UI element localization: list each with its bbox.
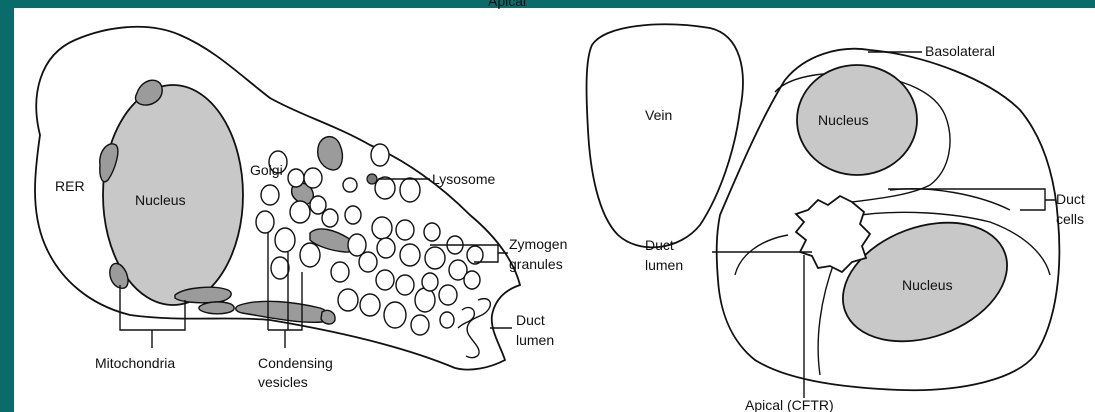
lysosome: [367, 174, 377, 184]
rer-label: RER: [55, 178, 85, 194]
acinar-duct-label-line1: Duct: [516, 312, 545, 328]
zymogen-label-line1: Zymogen: [509, 236, 567, 252]
mitochondria-label: Mitochondria: [95, 355, 175, 371]
acinar-duct-label-line2: lumen: [516, 332, 554, 348]
apical-cftr-label: Apical (CFTR): [745, 397, 834, 412]
condensing-label-line1: Condensing: [258, 355, 333, 371]
duct-lumen-label-line1: Duct: [645, 237, 674, 253]
lysosome-label: Lysosome: [432, 171, 496, 187]
mitochondrion: [321, 310, 335, 324]
acinar-nucleus-label: Nucleus: [135, 192, 186, 208]
cropped-top-text: Apical: [488, 0, 526, 9]
duct-cells-label-line1: Duct: [1056, 191, 1085, 207]
golgi-label: Golgi: [250, 162, 283, 178]
duct-lumen-label-line2: lumen: [645, 257, 683, 273]
vein-label: Vein: [645, 107, 672, 123]
zymogen-label-line2: granules: [509, 256, 563, 272]
duct-cells-label-line2: cells: [1056, 211, 1084, 227]
duct-nucleus-bottom-label: Nucleus: [902, 277, 953, 293]
duct-nucleus-top-label: Nucleus: [818, 112, 869, 128]
condensing-label-line2: vesicles: [258, 374, 308, 390]
basolateral-label: Basolateral: [925, 43, 995, 59]
mitochondrion: [199, 302, 234, 314]
